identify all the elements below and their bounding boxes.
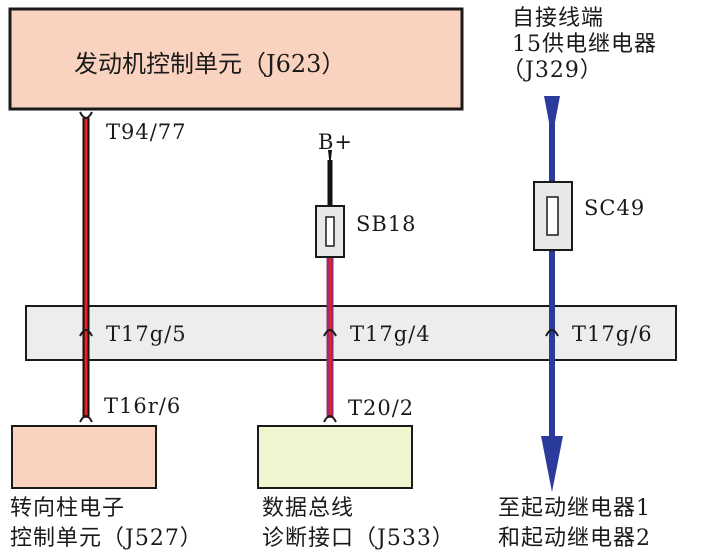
connector-strip bbox=[25, 305, 677, 361]
fuse-icon bbox=[533, 181, 573, 251]
relay-source-line2: 15供电继电器 bbox=[512, 32, 657, 57]
connector-pin-icon bbox=[79, 329, 93, 337]
steering-caption-line1: 转向柱电子 bbox=[10, 496, 126, 521]
ecu-label: 发动机控制单元（J623） bbox=[74, 50, 346, 78]
gateway-module-box bbox=[257, 425, 413, 489]
pin-label-bus-right: T17g/6 bbox=[572, 322, 653, 346]
arrow-down-icon bbox=[541, 436, 563, 492]
connector-pin-icon bbox=[323, 415, 337, 423]
pin-label-bus-mid: T17g/4 bbox=[350, 322, 431, 346]
relays-caption-line2: 和起动继电器2 bbox=[498, 526, 651, 551]
ecu-box bbox=[8, 7, 464, 111]
pin-label-bus-left: T17g/5 bbox=[106, 322, 187, 346]
gateway-caption-line2: 诊断接口（J533） bbox=[262, 526, 455, 551]
gateway-caption-line1: 数据总线 bbox=[262, 496, 355, 521]
wire-bplus-to-gateway bbox=[326, 150, 334, 418]
relay-source-line3: （J329） bbox=[502, 58, 603, 83]
fuse-label-sc49: SC49 bbox=[584, 196, 646, 220]
steering-module-box bbox=[11, 425, 157, 489]
connector-pin-icon bbox=[323, 329, 337, 337]
battery-label: B+ bbox=[318, 130, 354, 154]
fuse-label-sb18: SB18 bbox=[356, 212, 417, 236]
relay-source-line1: 自接线端 bbox=[512, 6, 605, 31]
connector-pin-icon bbox=[79, 415, 93, 423]
connector-pin-icon bbox=[79, 111, 93, 119]
steering-caption-line2: 控制单元（J527） bbox=[10, 526, 203, 551]
wire-relay-feed bbox=[541, 96, 563, 492]
pin-label-ecu: T94/77 bbox=[106, 120, 187, 144]
pin-label-module-mid: T20/2 bbox=[348, 396, 415, 420]
fuse-icon bbox=[315, 205, 345, 258]
pin-label-module-left: T16r/6 bbox=[104, 394, 182, 418]
connector-pin-icon bbox=[545, 329, 559, 337]
relays-caption-line1: 至起动继电器1 bbox=[498, 496, 651, 521]
